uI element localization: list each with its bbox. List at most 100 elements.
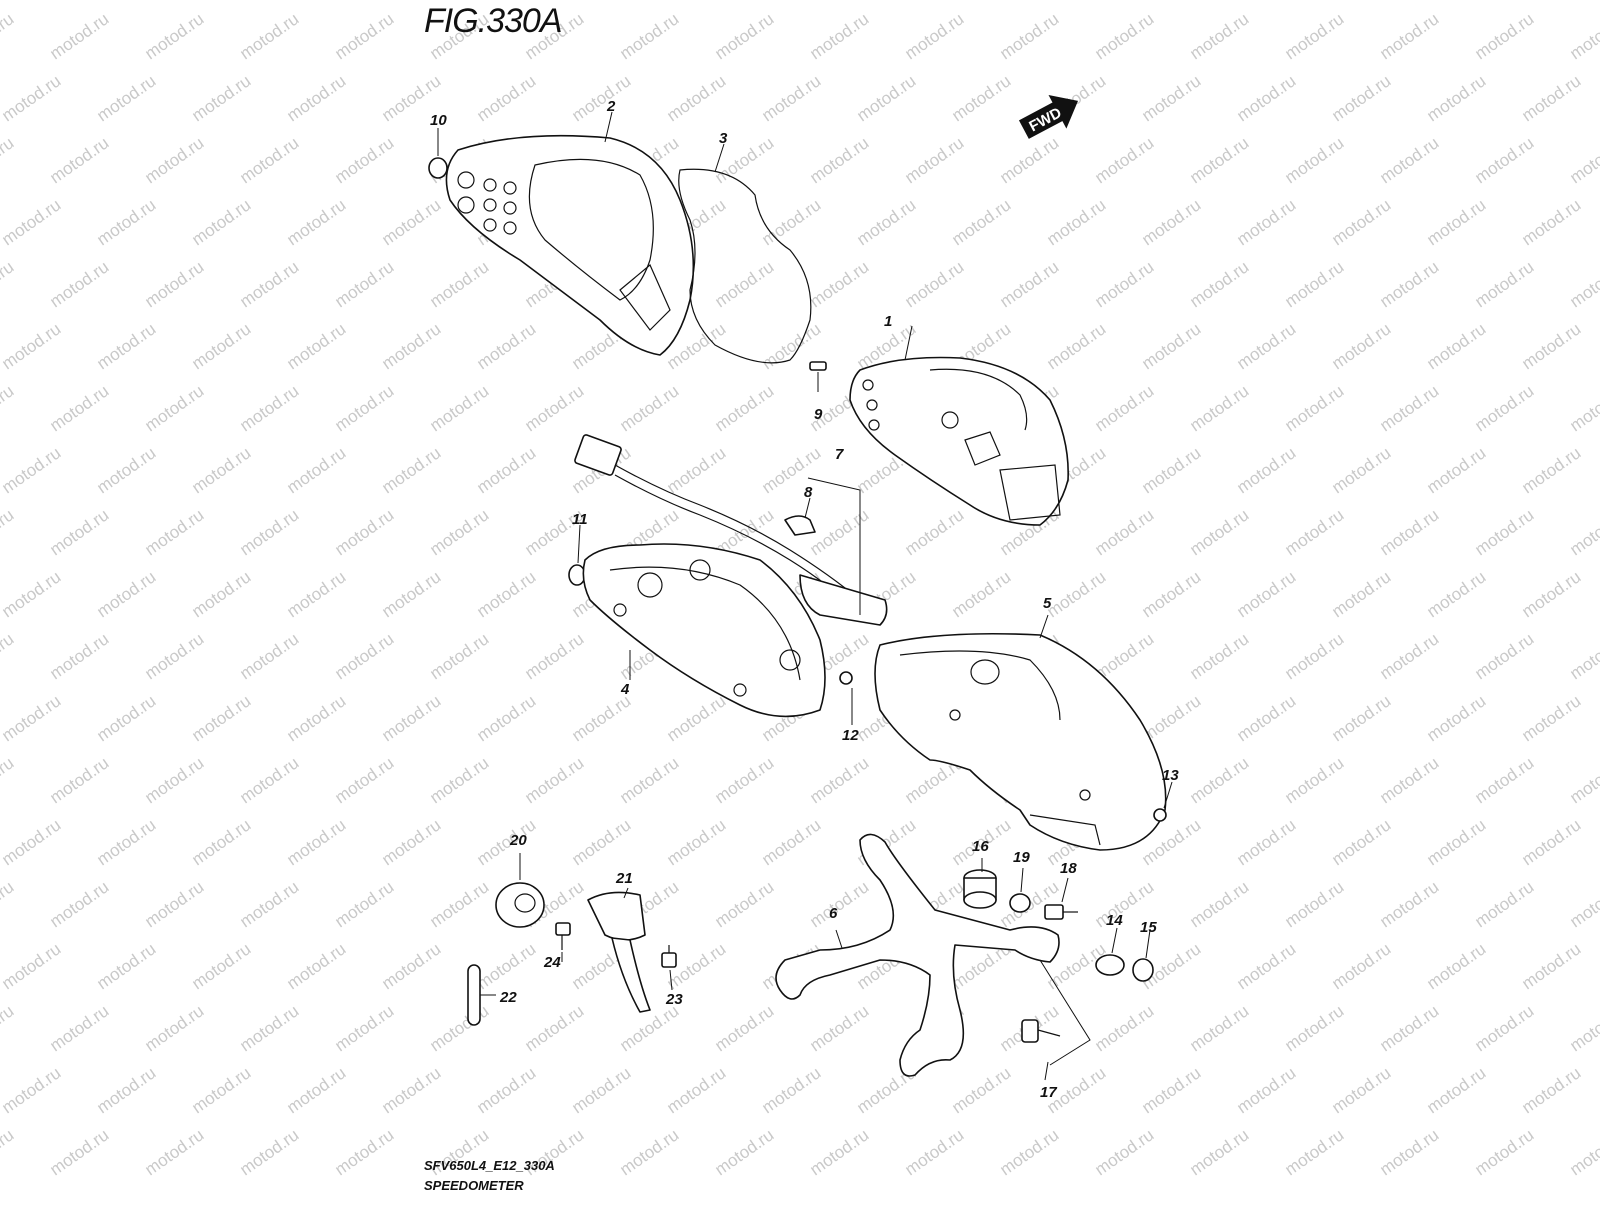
- watermark-text: motod.ru: [93, 1063, 159, 1117]
- watermark-text: motod.ru: [283, 443, 349, 497]
- watermark-text: motod.ru: [1566, 1125, 1600, 1179]
- callout-11: 11: [572, 511, 588, 528]
- watermark-text: motod.ru: [1138, 319, 1204, 373]
- watermark-text: motod.ru: [1138, 443, 1204, 497]
- callout-23: 23: [665, 991, 683, 1008]
- watermark-text: motod.ru: [46, 753, 112, 807]
- part-15-nut: [1132, 929, 1154, 982]
- watermark-text: motod.ru: [1376, 1125, 1442, 1179]
- part-13-bolt: [1153, 781, 1173, 822]
- watermark-text: motod.ru: [426, 505, 492, 559]
- part-2-meter-cover: [445, 111, 695, 356]
- watermark-text: motod.ru: [1328, 567, 1394, 621]
- watermark-text: motod.ru: [1423, 691, 1489, 745]
- watermark-text: motod.ru: [806, 505, 872, 559]
- watermark-text: motod.ru: [616, 381, 682, 435]
- watermark-text: motod.ru: [0, 195, 64, 249]
- watermark-text: motod.ru: [616, 1125, 682, 1179]
- watermark-text: motod.ru: [188, 319, 254, 373]
- callout-2: 2: [606, 98, 616, 115]
- watermark-text: motod.ru: [1281, 133, 1347, 187]
- part-5-meter-housing: [874, 614, 1167, 851]
- watermark-text: motod.ru: [1566, 753, 1600, 807]
- watermark-text: motod.ru: [806, 1001, 872, 1055]
- watermark-text: motod.ru: [1186, 257, 1252, 311]
- watermark-text: motod.ru: [378, 195, 444, 249]
- watermark-text: motod.ru: [521, 753, 587, 807]
- watermark-text: motod.ru: [711, 1125, 777, 1179]
- watermark-text: motod.ru: [1376, 257, 1442, 311]
- watermark-text: motod.ru: [948, 1063, 1014, 1117]
- part-14-grommet: [1095, 927, 1125, 976]
- watermark-text: motod.ru: [1566, 381, 1600, 435]
- watermark-text: motod.ru: [0, 815, 64, 869]
- watermark-text: motod.ru: [1281, 1001, 1347, 1055]
- callout-8: 8: [804, 484, 813, 501]
- watermark-text: motod.ru: [0, 71, 64, 125]
- watermark-text: motod.ru: [1423, 567, 1489, 621]
- watermark-text: motod.ru: [663, 443, 729, 497]
- watermark-text: motod.ru: [1281, 753, 1347, 807]
- watermark-text: motod.ru: [188, 1063, 254, 1117]
- watermark-text: motod.ru: [1518, 939, 1584, 993]
- part-23-bolt: [661, 945, 677, 991]
- watermark-text: motod.ru: [1281, 505, 1347, 559]
- watermark-text: motod.ru: [331, 877, 397, 931]
- watermark-text: motod.ru: [1233, 319, 1299, 373]
- watermark-text: motod.ru: [1186, 1125, 1252, 1179]
- watermark-text: motod.ru: [331, 753, 397, 807]
- watermark-text: motod.ru: [521, 1001, 587, 1055]
- watermark-text: motod.ru: [806, 9, 872, 63]
- watermark-text: motod.ru: [473, 1063, 539, 1117]
- watermark-text: motod.ru: [1471, 505, 1537, 559]
- watermark-text: motod.ru: [0, 505, 17, 559]
- watermark-text: motod.ru: [1566, 629, 1600, 683]
- watermark-text: motod.ru: [236, 133, 302, 187]
- watermark-text: motod.ru: [996, 257, 1062, 311]
- part-21-stay: [587, 887, 651, 1013]
- callout-4: 4: [620, 681, 630, 698]
- watermark-text: motod.ru: [663, 71, 729, 125]
- watermark-text: motod.ru: [758, 71, 824, 125]
- watermark-text: motod.ru: [1518, 815, 1584, 869]
- watermark-text: motod.ru: [1138, 195, 1204, 249]
- watermark-text: motod.ru: [521, 381, 587, 435]
- watermark-text: motod.ru: [1138, 71, 1204, 125]
- callout-labels: 1 2 3 4 5 6 7 8 9 10 11 12 13 14 15 16 1…: [430, 98, 1179, 1101]
- watermark-text: motod.ru: [711, 381, 777, 435]
- watermark-text: motod.ru: [331, 1125, 397, 1179]
- figure-name: SPEEDOMETER: [424, 1178, 524, 1193]
- watermark-text: motod.ru: [93, 567, 159, 621]
- watermark-text: motod.ru: [1186, 1001, 1252, 1055]
- watermark-text: motod.ru: [901, 9, 967, 63]
- watermark-text: motod.ru: [1186, 381, 1252, 435]
- watermark-text: motod.ru: [1423, 195, 1489, 249]
- watermark-text: motod.ru: [1186, 9, 1252, 63]
- part-22-clip: [467, 964, 496, 1026]
- watermark-text: motod.ru: [283, 195, 349, 249]
- watermark-text: motod.ru: [426, 629, 492, 683]
- watermark-text: motod.ru: [426, 877, 492, 931]
- watermark-text: motod.ru: [236, 1125, 302, 1179]
- watermark-text: motod.ru: [806, 1125, 872, 1179]
- watermark-text: motod.ru: [0, 381, 17, 435]
- part-8-clamp: [784, 497, 816, 536]
- watermark-text: motod.ru: [378, 319, 444, 373]
- part-4-lower-case: [582, 543, 826, 718]
- watermark-text: motod.ru: [521, 629, 587, 683]
- watermark-text: motod.ru: [46, 877, 112, 931]
- watermark-text: motod.ru: [1233, 1063, 1299, 1117]
- watermark-text: motod.ru: [1518, 691, 1584, 745]
- watermark-text: motod.ru: [1566, 133, 1600, 187]
- watermark-text: motod.ru: [901, 257, 967, 311]
- watermark-text: motod.ru: [1328, 691, 1394, 745]
- part-10-cap: [428, 128, 448, 179]
- watermark-text: motod.ru: [1423, 815, 1489, 869]
- watermark-text: motod.ru: [948, 567, 1014, 621]
- watermark-text: motod.ru: [188, 443, 254, 497]
- watermark-text: motod.ru: [1091, 133, 1157, 187]
- watermark-text: motod.ru: [0, 567, 64, 621]
- watermark-text: motod.ru: [141, 133, 207, 187]
- watermark-text: motod.ru: [1233, 939, 1299, 993]
- watermark-text: motod.ru: [378, 567, 444, 621]
